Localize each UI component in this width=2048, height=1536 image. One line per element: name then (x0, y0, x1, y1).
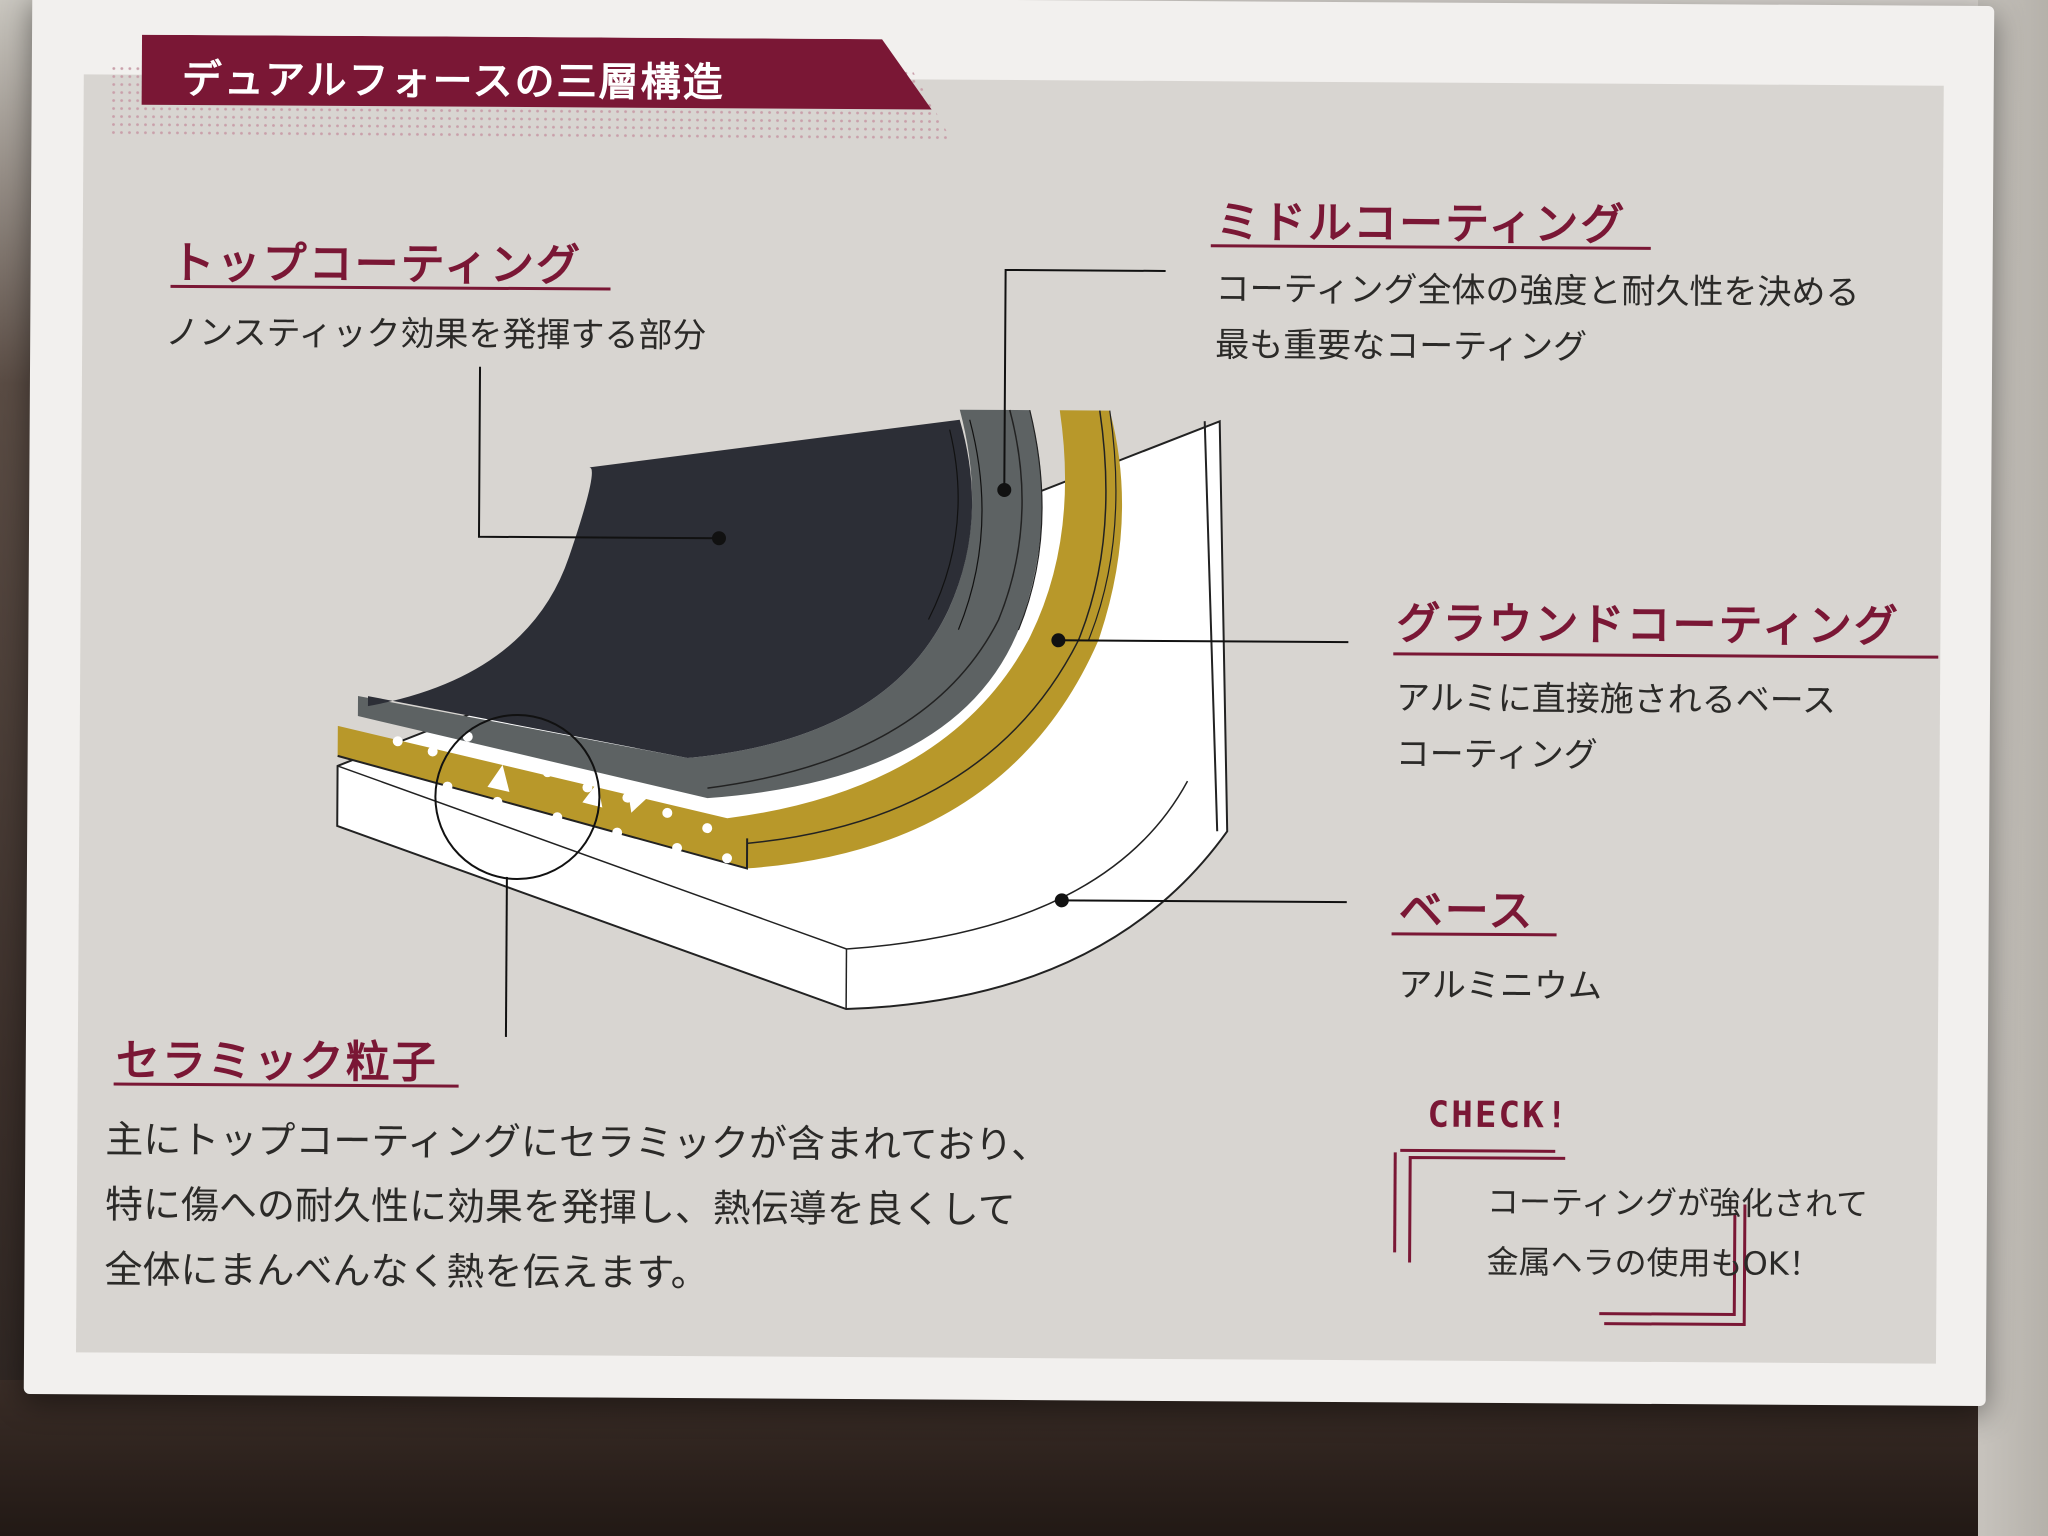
top-layer (367, 419, 973, 759)
middle-coating-title: ミドルコーティング (1215, 197, 1627, 251)
ceramic-description-line-1: 主にトップコーティングにセラミックが含まれており、 (105, 1117, 1050, 1168)
base-description: アルミニウム (1398, 965, 1603, 1007)
leader-lines (477, 268, 1349, 1037)
ground-layer (337, 410, 1123, 869)
base-title: ベース (1398, 885, 1535, 938)
check-heading: CHECK! (1427, 1094, 1570, 1137)
ground-coating-title: グラウンドコーティング (1396, 598, 1900, 653)
ceramic-title: セラミック粒子 (115, 1035, 438, 1089)
top-coating-title: トップコーティング (170, 237, 583, 292)
leader-dots (711, 482, 1069, 908)
ceramic-description-line-3: 全体にまんべんなく熱を伝えます。 (104, 1247, 709, 1296)
check-line-1: コーティングが強化されて (1486, 1182, 1869, 1224)
top-coating-description: ノンスティック効果を発揮する部分 (165, 312, 707, 357)
ceramic-highlight-circle (434, 713, 601, 880)
check-box-frame (1393, 1148, 1747, 1327)
ground-coating-description-line-1: アルミに直接施されるベース (1395, 678, 1837, 722)
info-card: デュアルフォースの三層構造 (23, 0, 1995, 1406)
check-line-2: 金属ヘラの使用もOK！ (1486, 1242, 1821, 1283)
background-table (0, 1380, 2048, 1536)
title-banner (111, 34, 952, 140)
middle-layer (357, 409, 1043, 799)
middle-coating-description-line-1: コーティング全体の強度と耐久性を決める (1215, 269, 1860, 314)
ground-coating-description-line-2: コーティング (1395, 734, 1598, 776)
ceramic-description-line-2: 特に傷への耐久性に効果を発揮し、熱伝導を良くして (104, 1182, 1016, 1233)
coating-layers-diagram (336, 268, 1747, 1327)
middle-coating-description-line-2: 最も重要なコーティング (1215, 325, 1588, 368)
